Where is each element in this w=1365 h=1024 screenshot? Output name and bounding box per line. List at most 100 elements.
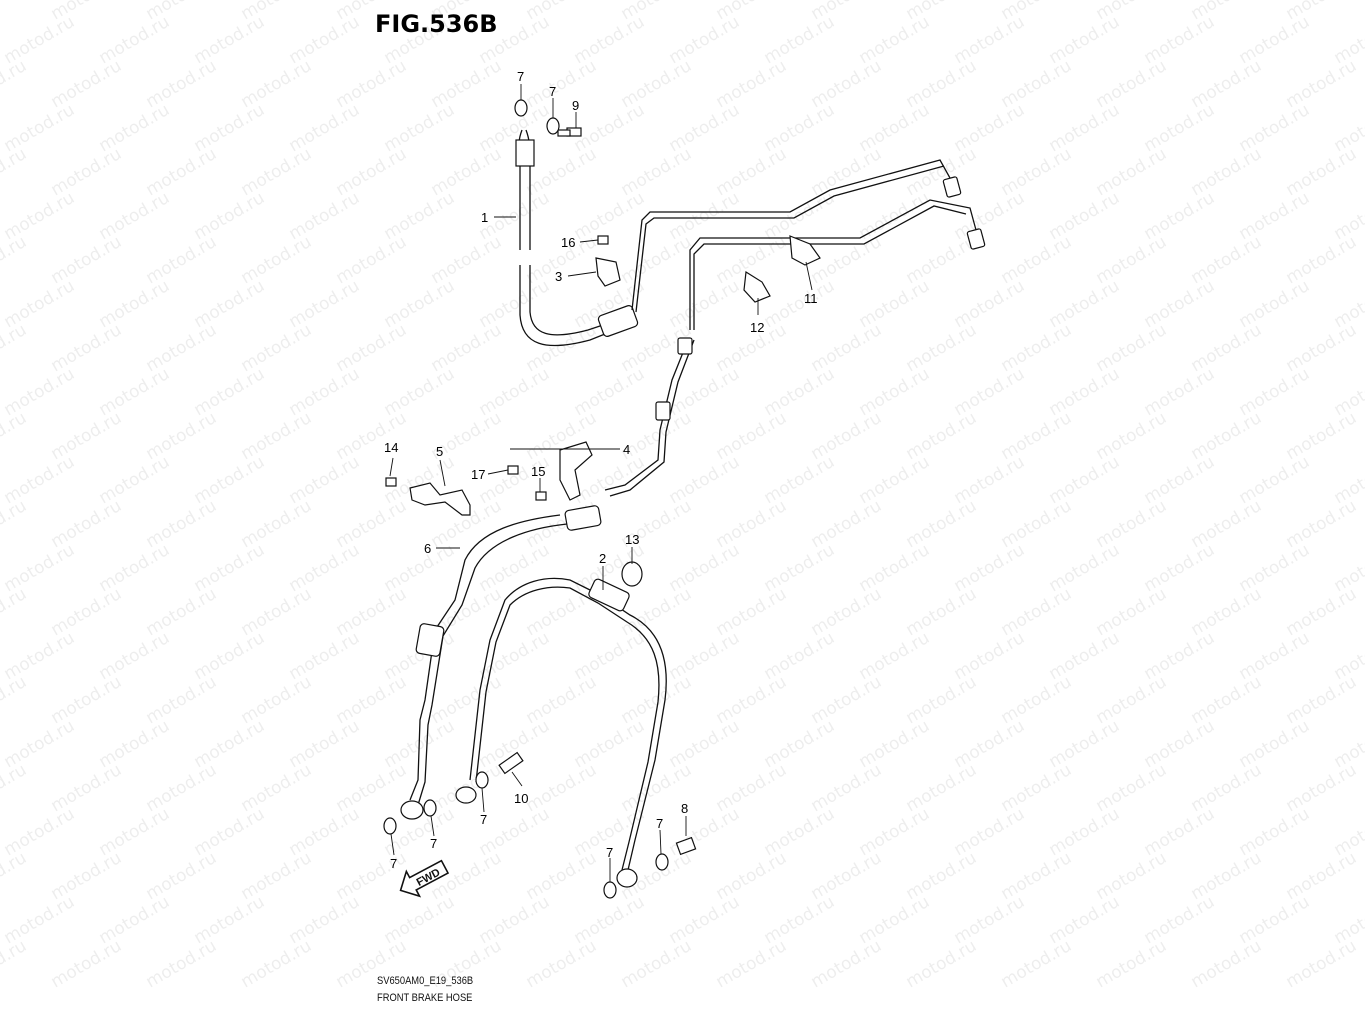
watermark-text: motod.ru <box>1188 672 1266 728</box>
callout-7-top-left: 7 <box>517 69 524 84</box>
watermark-text: motod.ru <box>903 672 981 728</box>
callout-7-top-right: 7 <box>549 84 556 99</box>
watermark-text: motod.ru <box>238 408 316 464</box>
clamp-11 <box>789 235 821 266</box>
banjo-left-b <box>455 786 477 804</box>
clamp-3 <box>595 257 621 287</box>
watermark-text: motod.ru <box>903 320 981 376</box>
watermark-text: motod.ru <box>48 760 126 816</box>
watermark-text: motod.ru <box>713 56 791 112</box>
watermark-text: motod.ru <box>808 936 886 992</box>
watermark-text: motod.ru <box>808 408 886 464</box>
bolt-9-shank <box>557 129 571 137</box>
callout-4: 4 <box>623 442 630 457</box>
watermark-text: motod.ru <box>1093 232 1171 288</box>
callout-12: 12 <box>750 320 764 335</box>
watermark-text: motod.ru <box>1093 848 1171 904</box>
banjo-fitting-upper <box>515 139 535 167</box>
bolt-16 <box>597 235 609 245</box>
brake-hose-left <box>400 505 602 820</box>
banjo-left-a <box>400 800 424 820</box>
watermark-text: motod.ru <box>143 672 221 728</box>
watermark-text: motod.ru <box>903 408 981 464</box>
banjo-right <box>616 868 638 888</box>
washer-lower-b <box>423 799 437 817</box>
watermark-text: motod.ru <box>523 936 601 992</box>
watermark-text: motod.ru <box>1093 936 1171 992</box>
watermark-text: motod.ru <box>1283 584 1361 640</box>
watermark-text: motod.ru <box>1188 584 1266 640</box>
watermark-text: motod.ru <box>1283 320 1361 376</box>
watermark-text: motod.ru <box>998 936 1076 992</box>
watermark-text: motod.ru <box>998 496 1076 552</box>
watermark-text: motod.ru <box>428 144 506 200</box>
watermark-text: motod.ru <box>333 672 411 728</box>
washer-lower-c <box>475 771 489 789</box>
watermark-text: motod.ru <box>238 760 316 816</box>
watermark-text: motod.ru <box>808 496 886 552</box>
watermark-text: motod.ru <box>1093 584 1171 640</box>
watermark-text: motod.ru <box>0 0 30 24</box>
brake-hose-upper <box>515 129 639 347</box>
watermark-text: motod.ru <box>998 232 1076 288</box>
watermark-text: motod.ru <box>238 320 316 376</box>
watermark-text: motod.ru <box>333 848 411 904</box>
hose-left-protector <box>415 623 445 657</box>
watermark-text: motod.ru <box>1188 320 1266 376</box>
watermark-text: motod.ru <box>48 584 126 640</box>
hose-left-joint <box>564 505 602 531</box>
clamp-13 <box>621 561 643 587</box>
watermark-text: motod.ru <box>618 232 696 288</box>
brake-hose-right <box>469 577 667 888</box>
watermark-text: motod.ru <box>1283 408 1361 464</box>
leader-lines <box>389 84 813 882</box>
watermark-text: motod.ru <box>0 56 30 112</box>
watermark-text: motod.ru <box>618 584 696 640</box>
watermark-text: motod.ru <box>713 496 791 552</box>
watermark-text: motod.ru <box>238 144 316 200</box>
watermark-text: motod.ru <box>808 672 886 728</box>
watermark-text: motod.ru <box>1188 496 1266 552</box>
watermark-text: motod.ru <box>428 56 506 112</box>
watermark-text: motod.ru <box>0 232 30 288</box>
callout-1: 1 <box>481 210 488 225</box>
figure-name: FRONT BRAKE HOSE <box>377 992 473 1004</box>
callout-13: 13 <box>625 532 639 547</box>
watermark-text: motod.ru <box>143 936 221 992</box>
watermark-text: motod.ru <box>998 584 1076 640</box>
watermark-text: motod.ru <box>523 760 601 816</box>
watermark-text: motod.ru <box>143 232 221 288</box>
watermark-text: motod.ru <box>903 56 981 112</box>
watermark-text: motod.ru <box>998 144 1076 200</box>
callout-7-lower-c: 7 <box>480 812 487 827</box>
watermark-text: motod.ru <box>48 672 126 728</box>
watermark-text: motod.ru <box>143 848 221 904</box>
watermark-text: motod.ru <box>48 320 126 376</box>
hose-right-joint <box>588 578 630 612</box>
watermark-text: motod.ru <box>523 320 601 376</box>
watermark-text: motod.ru <box>238 496 316 552</box>
callout-7-lower-e: 7 <box>656 816 663 831</box>
watermark-text: motod.ru <box>998 408 1076 464</box>
watermark-text: motod.ru <box>1283 760 1361 816</box>
watermark-text: motod.ru <box>48 232 126 288</box>
watermark-text: motod.ru <box>713 760 791 816</box>
watermark-text: motod.ru <box>713 672 791 728</box>
watermark-text: motod.ru <box>238 672 316 728</box>
watermark-text: motod.ru <box>1093 672 1171 728</box>
watermark-text: motod.ru <box>0 672 30 728</box>
watermark-text: motod.ru <box>998 320 1076 376</box>
bolt-17 <box>507 465 519 475</box>
watermark-text: motod.ru <box>428 672 506 728</box>
watermark-text: motod.ru <box>808 848 886 904</box>
watermark-text: motod.ru <box>143 56 221 112</box>
watermark-text: motod.ru <box>618 936 696 992</box>
watermark-text: motod.ru <box>998 56 1076 112</box>
watermark-text: motod.ru <box>808 584 886 640</box>
watermark-text: motod.ru <box>333 760 411 816</box>
watermark-text: motod.ru <box>618 144 696 200</box>
washer-upper-a <box>514 99 528 117</box>
watermark-text: motod.ru <box>48 848 126 904</box>
callout-3: 3 <box>555 269 562 284</box>
